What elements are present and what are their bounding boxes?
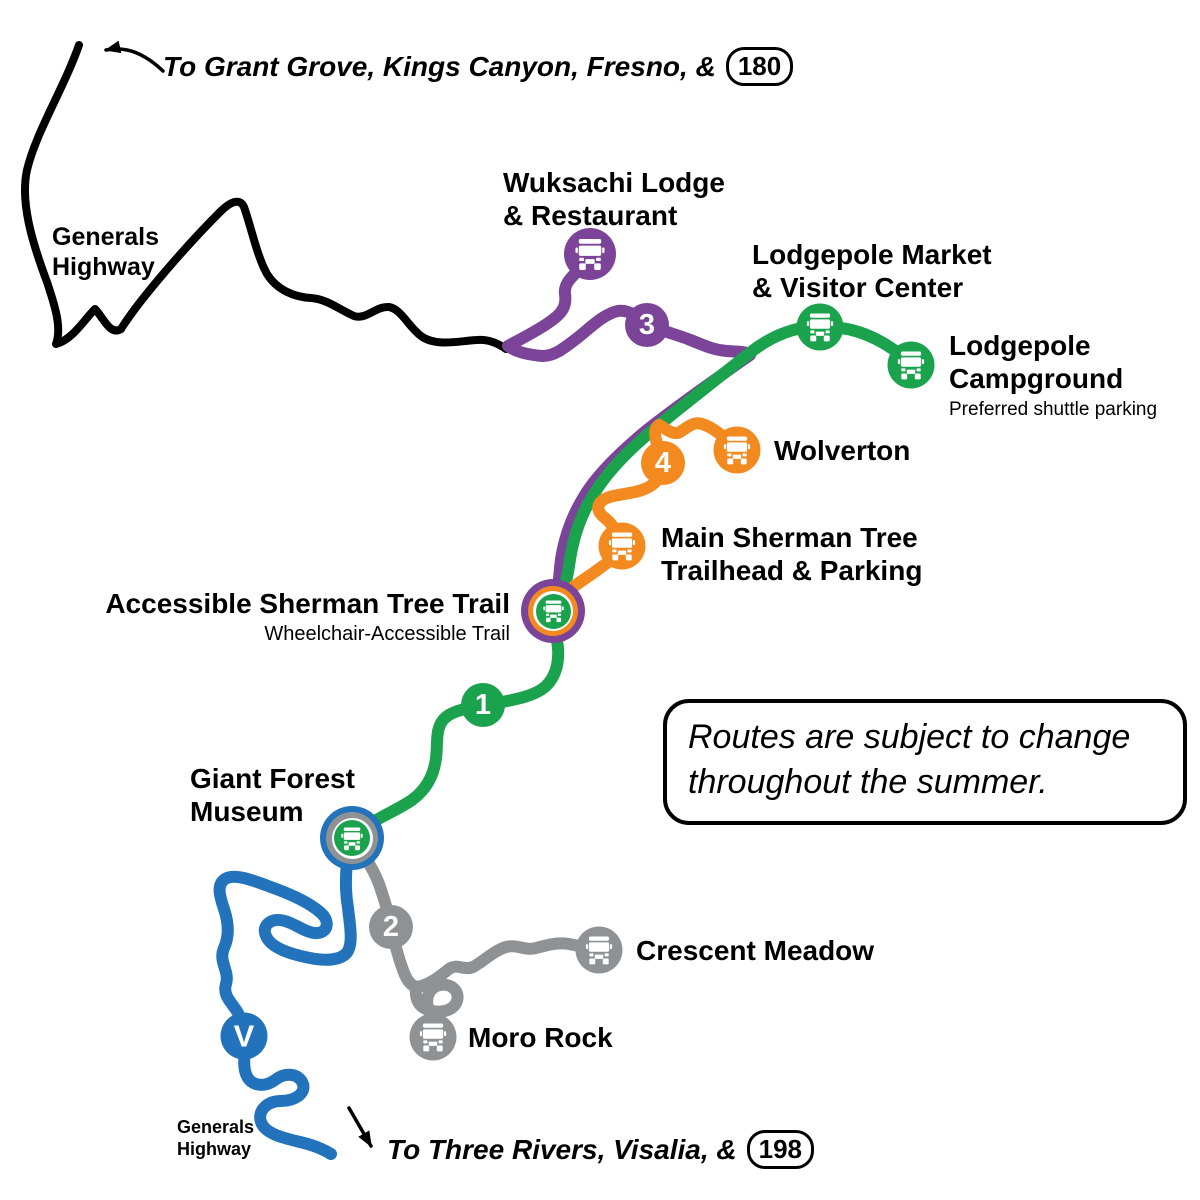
stop-label-line: Main Sherman Tree	[661, 522, 918, 553]
stop-label-line: Museum	[190, 796, 304, 827]
highway-180-shield: 180	[725, 47, 794, 86]
stop-label-line: Campground	[949, 363, 1124, 394]
stop-marker-moro-rock	[409, 1013, 457, 1061]
lodgepole-campground-label: Lodgepole Campground Preferred shuttle p…	[949, 329, 1157, 421]
highway-198-shield: 198	[746, 1130, 815, 1169]
stop-label-line: Moro Rock	[468, 1022, 613, 1053]
route-2-badge: 2	[369, 905, 413, 949]
stop-label-line: Lodgepole	[949, 330, 1091, 361]
route-1-ring	[535, 593, 571, 629]
stop-label-line: Wolverton	[774, 435, 911, 466]
direction-north-text: To Grant Grove, Kings Canyon, Fresno, &	[163, 50, 716, 82]
route-2-badge-number: 2	[382, 910, 400, 943]
road-label-line: Generals	[177, 1117, 255, 1137]
notice-line: throughout the summer.	[688, 763, 1048, 801]
route-3-badge-number: 3	[638, 308, 656, 341]
road-label-line: Highway	[52, 253, 155, 281]
road-label-line: Highway	[177, 1139, 252, 1159]
giant-forest-museum-label: Giant Forest Museum	[190, 762, 355, 828]
stop-label-line: Accessible Sherman Tree Trail	[105, 588, 510, 619]
direction-south: To Three Rivers, Visalia, & 198	[387, 1130, 815, 1169]
routes-notice-box: Routes are subject to change throughout …	[663, 699, 1187, 825]
stop-label-line: Trailhead & Parking	[661, 555, 923, 586]
lodgepole-market-label: Lodgepole Market & Visitor Center	[752, 238, 992, 304]
route-1-badge: 1	[461, 683, 505, 727]
stop-marker-main-sherman-tree	[598, 522, 646, 570]
bus-icon	[806, 313, 834, 342]
generals-highway-south-label: Generals Highway	[177, 1116, 254, 1160]
bus-icon	[575, 239, 605, 270]
direction-south-text: To Three Rivers, Visalia, &	[387, 1133, 737, 1165]
accessible-sherman-tree-label: Accessible Sherman Tree Trail Wheelchair…	[55, 587, 510, 646]
road-label-line: Generals	[52, 223, 160, 251]
stop-marker-lodgepole-campground	[887, 341, 935, 389]
direction-south-arrow	[347, 1106, 373, 1148]
stop-label-note: Preferred shuttle parking	[949, 399, 1158, 420]
notice-line: Routes are subject to change	[688, 718, 1131, 756]
visalia-shuttle-line	[213, 832, 358, 1160]
bus-icon	[723, 436, 751, 465]
stop-label-line: Lodgepole Market	[752, 239, 992, 270]
direction-north-arrow	[104, 40, 165, 73]
stop-label-line: & Visitor Center	[752, 272, 964, 303]
wuksachi-label: Wuksachi Lodge & Restaurant	[503, 166, 725, 232]
white-ring	[331, 817, 373, 859]
stop-marker-wuksachi	[564, 228, 616, 280]
bus-icon	[419, 1023, 447, 1052]
visalia-shuttle-badge-letter: V	[233, 1018, 255, 1054]
moro-rock-label: Moro Rock	[468, 1021, 613, 1054]
generals-highway-north-label: Generals Highway	[52, 222, 159, 282]
white-ring	[533, 591, 573, 631]
generals-highway-north-road	[20, 41, 510, 353]
route-1-badge-number: 1	[474, 688, 492, 721]
route-1-ring	[334, 820, 370, 856]
route-4-badge: 4	[641, 441, 685, 485]
bus-icon	[608, 532, 636, 561]
stop-marker-giant-forest-museum	[320, 806, 384, 870]
wolverton-label: Wolverton	[774, 434, 910, 467]
stop-marker-wolverton	[713, 426, 761, 474]
route-2-ring	[326, 812, 378, 864]
stop-marker-crescent-meadow	[575, 926, 623, 974]
visalia-shuttle-badge: V	[220, 1012, 268, 1060]
bus-icon	[585, 936, 613, 965]
route-4-badge-number: 4	[654, 446, 672, 479]
bus-icon	[341, 827, 363, 850]
route-3-badge: 3	[625, 303, 669, 347]
stop-label-line: Wuksachi Lodge	[503, 167, 725, 198]
stop-label-note: Wheelchair-Accessible Trail	[264, 623, 510, 645]
stop-label-line: Crescent Meadow	[636, 935, 875, 966]
bus-icon	[542, 600, 564, 623]
bus-icon	[897, 351, 925, 380]
direction-north: To Grant Grove, Kings Canyon, Fresno, & …	[163, 47, 794, 86]
stop-marker-lodgepole-market	[796, 303, 844, 351]
main-sherman-tree-label: Main Sherman Tree Trailhead & Parking	[661, 521, 922, 587]
route-2-moro-branch	[409, 978, 464, 1043]
stop-marker-accessible-sherman-tree	[521, 579, 585, 643]
stop-label-line: Giant Forest	[190, 763, 355, 794]
route-4-ring	[528, 586, 578, 636]
crescent-meadow-label: Crescent Meadow	[636, 934, 874, 967]
stop-label-line: & Restaurant	[503, 200, 678, 231]
